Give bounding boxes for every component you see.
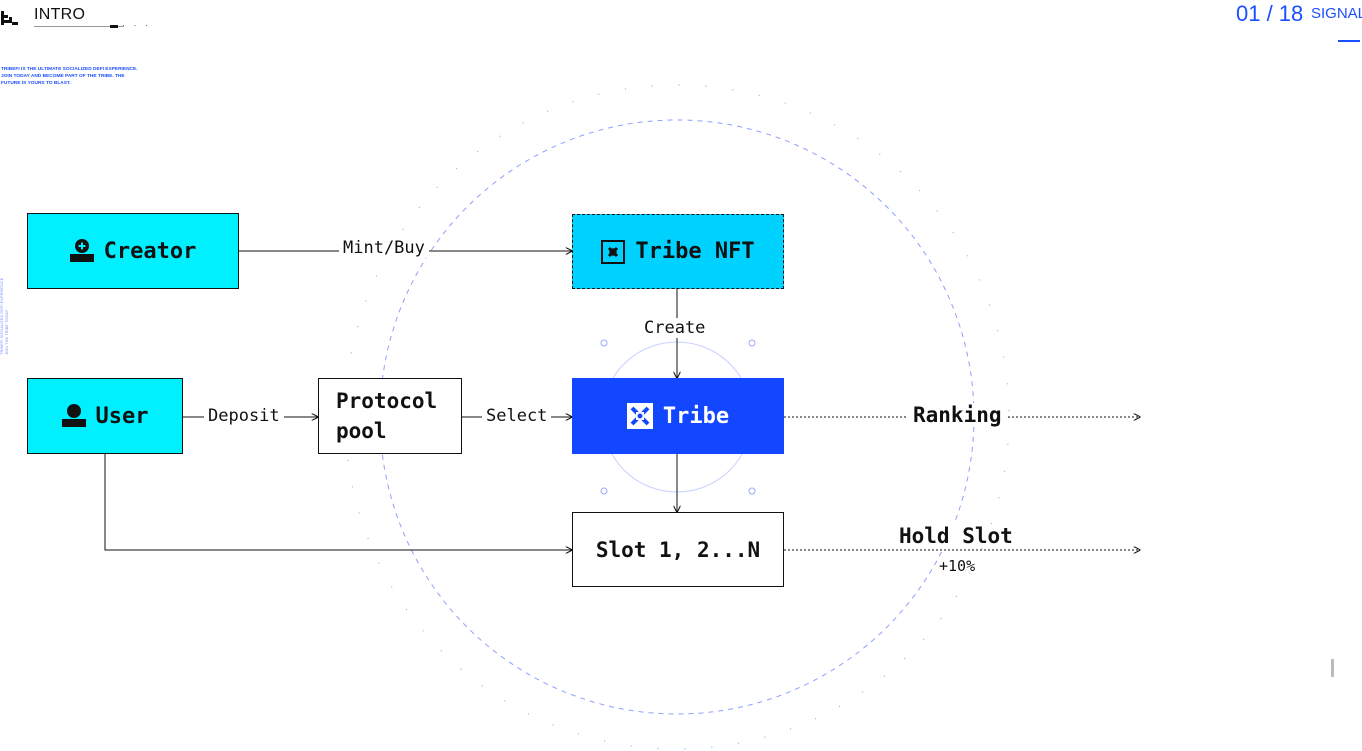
hold-slot-bonus: +10% xyxy=(939,557,976,575)
section-underline xyxy=(34,26,124,27)
tribe-icon xyxy=(626,403,653,429)
page-counter: 01 / 18 xyxy=(1236,1,1304,26)
user-label: User xyxy=(95,403,149,429)
header-dots: · · · xyxy=(122,20,151,30)
creator-label: Creator xyxy=(103,238,197,264)
nft-icon xyxy=(601,239,626,264)
scroll-indicator[interactable] xyxy=(1331,659,1334,677)
deposit-label: Deposit xyxy=(204,406,284,426)
person-add-icon xyxy=(69,238,94,264)
mint-buy-label: Mint/Buy xyxy=(339,238,429,258)
intro-text: TRIBEFI IS THE ULTIMATE SOCIALIZED DEFI … xyxy=(1,67,138,86)
tribe-nft-label: Tribe NFT xyxy=(635,239,755,264)
ranking-label: Ranking xyxy=(907,403,1008,427)
protocol-pool-node: Protocol pool xyxy=(318,378,462,454)
tribe-label: Tribe xyxy=(662,403,730,429)
signal-link[interactable]: SIGNAL xyxy=(1311,5,1362,22)
signal-underline xyxy=(1338,40,1360,42)
protocol-pool-label: Protocol pool xyxy=(336,389,438,443)
tribe-node: Tribe xyxy=(572,378,784,454)
create-label: Create xyxy=(640,318,710,338)
slots-label: Slot 1, 2...N xyxy=(595,537,761,562)
hold-slot-label: Hold Slot xyxy=(893,524,1019,548)
section-progress-mark xyxy=(110,25,118,28)
user-node: User xyxy=(27,378,183,454)
tribefi-logo-icon[interactable] xyxy=(1,11,19,25)
tribe-nft-node: Tribe NFT xyxy=(572,214,784,289)
section-title: INTRO xyxy=(34,6,86,23)
person-icon xyxy=(61,403,86,429)
creator-node: Creator xyxy=(27,213,239,289)
edge-user-slots xyxy=(104,454,572,550)
select-label: Select xyxy=(482,406,552,426)
slots-node: Slot 1, 2...N xyxy=(572,512,784,587)
